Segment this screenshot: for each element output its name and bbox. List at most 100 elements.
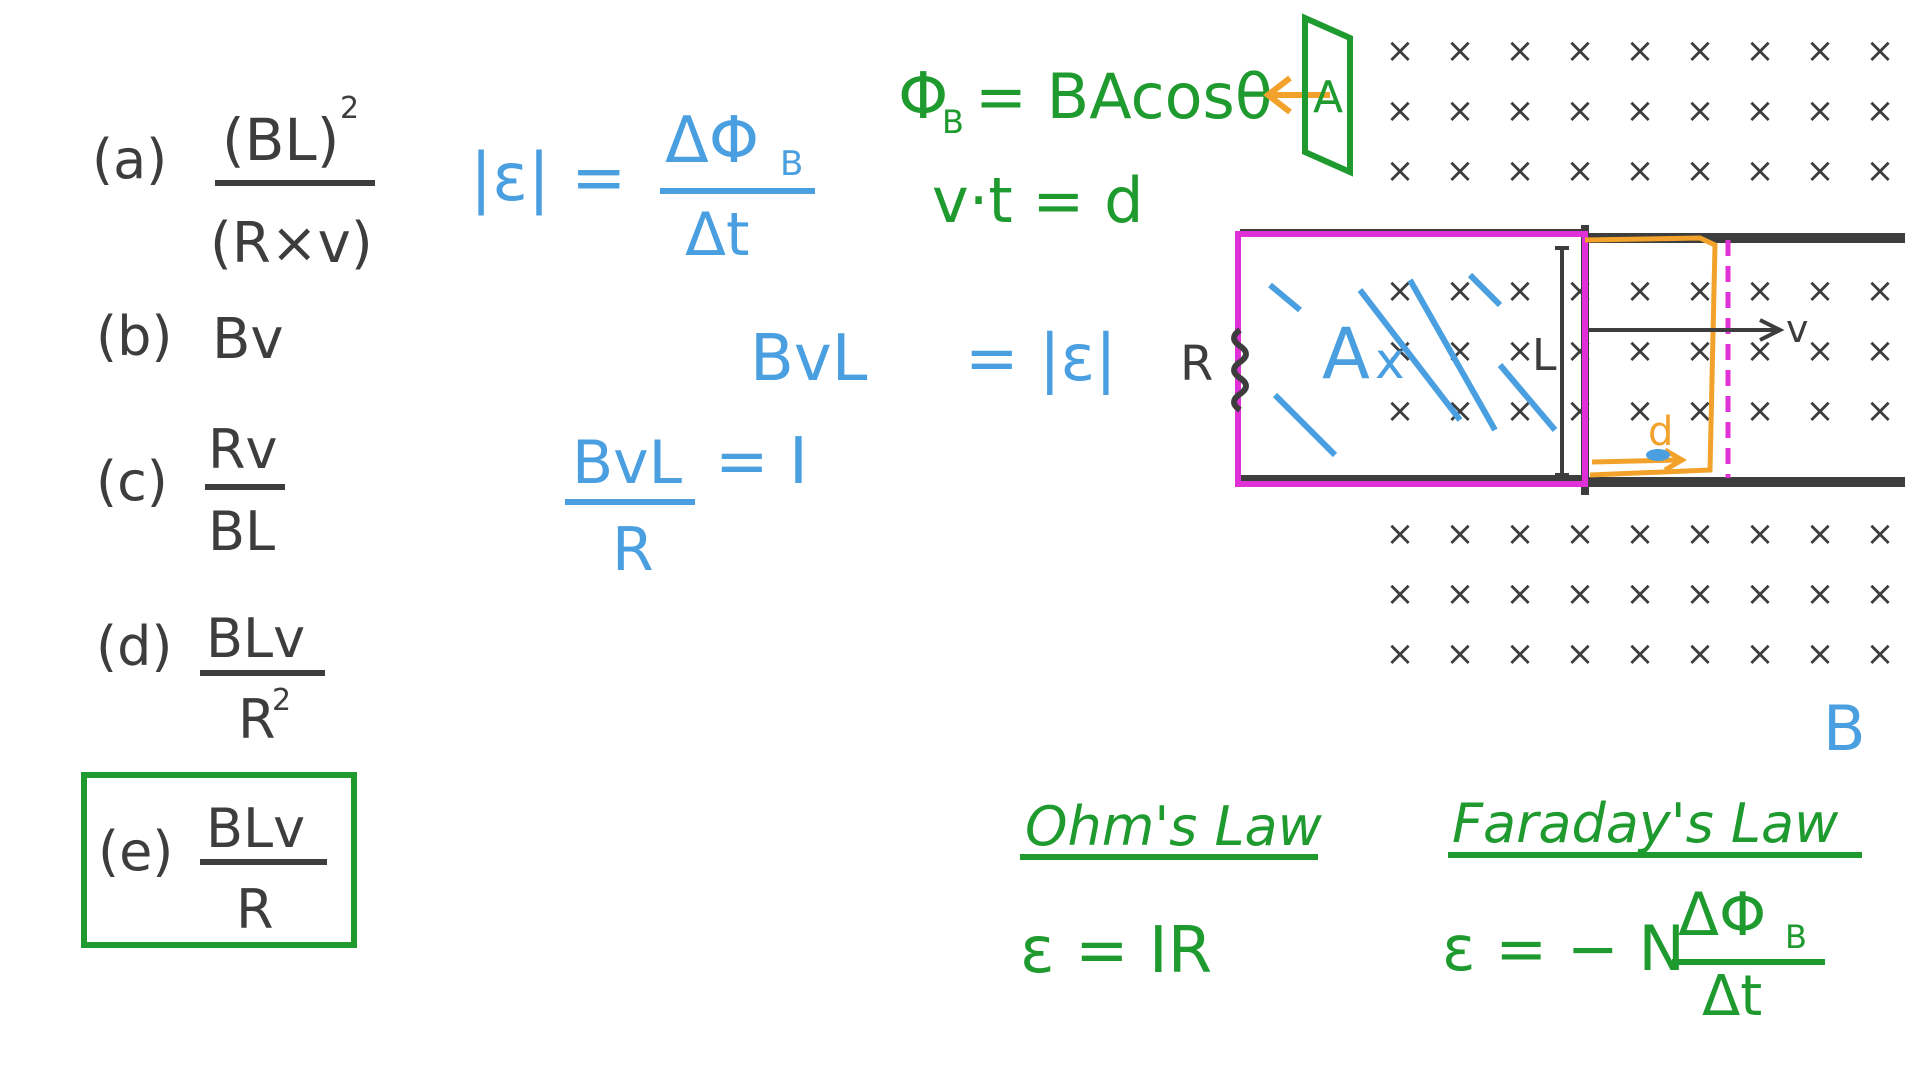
field-cross-mark: × (1626, 271, 1655, 311)
bvl-term: BvL (750, 322, 868, 396)
field-cross-mark: × (1566, 151, 1595, 191)
current-denominator: R (612, 515, 654, 585)
option-a-denominator: (R×v) (210, 211, 373, 276)
option-c-numerator: Rv (208, 418, 277, 481)
length-marker: L (1532, 246, 1569, 477)
current-equation: BvL R = I (565, 425, 808, 585)
field-cross-mark: × (1566, 514, 1595, 554)
flux-subscript: B (942, 103, 964, 141)
field-cross-mark: × (1626, 31, 1655, 71)
field-cross-mark: × (1866, 31, 1895, 71)
field-cross-mark: × (1446, 91, 1475, 131)
hatch-line-3 (1357, 288, 1463, 422)
field-cross-mark: × (1566, 91, 1595, 131)
hatch-line-5 (1467, 272, 1503, 308)
field-cross-mark: × (1866, 514, 1895, 554)
hatch-line-1 (1268, 282, 1302, 313)
current-numerator: BvL (572, 428, 683, 498)
field-cross-mark: × (1506, 271, 1535, 311)
faradays-law-lhs: ε = − N (1442, 912, 1685, 985)
faradays-law-numerator: ΔΦ (1678, 880, 1766, 950)
field-cross-mark: × (1446, 31, 1475, 71)
field-cross-mark: × (1386, 91, 1415, 131)
swept-region: d (1584, 235, 1731, 478)
field-cross-mark: × (1626, 331, 1655, 371)
ohms-law-title: Ohm's Law (1025, 795, 1323, 858)
resistor: R (1180, 327, 1249, 413)
area-cross-mark: x (1375, 332, 1405, 390)
emf-flux-subscript: B (780, 144, 803, 184)
option-b: (b) Bv (96, 305, 284, 372)
field-cross-mark: × (1746, 634, 1775, 674)
field-cross-mark: × (1626, 574, 1655, 614)
field-cross-mark: × (1566, 634, 1595, 674)
field-cross-mark: × (1566, 331, 1595, 371)
faradays-law-title: Faraday's Law (1452, 792, 1839, 855)
flux-rhs: = BAcosθ (975, 60, 1273, 133)
area-plane-sketch (1302, 13, 1353, 177)
option-d-numerator: BLv (206, 607, 305, 670)
field-cross-mark: × (1806, 514, 1835, 554)
field-cross-mark: × (1686, 634, 1715, 674)
field-cross-mark: × (1806, 151, 1835, 191)
field-cross-mark: × (1506, 514, 1535, 554)
bvl-equals-emf: BvL = |ε| (750, 322, 1117, 396)
field-cross-mark: × (1866, 151, 1895, 191)
field-cross-mark: × (1626, 634, 1655, 674)
field-cross-mark: × (1386, 31, 1415, 71)
option-e-numerator: BLv (206, 797, 305, 860)
field-cross-mark: × (1386, 151, 1415, 191)
field-cross-mark: × (1386, 391, 1415, 431)
option-c: (c) Rv BL (96, 418, 285, 563)
ohms-law-equation: ε = IR (1020, 914, 1212, 988)
option-d-denominator: R (238, 688, 276, 751)
field-cross-mark: × (1506, 151, 1535, 191)
hatch-line-4 (1407, 278, 1498, 432)
current-rhs: = I (715, 425, 808, 499)
length-label: L (1532, 330, 1557, 381)
option-d-denominator-exponent: 2 (272, 683, 291, 718)
resistor-zigzag (1231, 327, 1249, 413)
field-cross-mark: × (1446, 151, 1475, 191)
option-c-letter: (c) (96, 450, 168, 513)
field-cross-mark: × (1806, 331, 1835, 371)
field-cross-mark: × (1386, 574, 1415, 614)
area-hatching: A x (1268, 272, 1558, 458)
field-cross-mark: × (1446, 514, 1475, 554)
field-cross-mark: × (1866, 391, 1895, 431)
emf-time-denominator: Δt (685, 200, 750, 270)
field-label: B (1823, 692, 1866, 765)
hatch-line-2 (1272, 392, 1338, 458)
flux-symbol: Φ (898, 60, 948, 134)
field-cross-mark: × (1506, 634, 1535, 674)
area-normal-arrowhead (1263, 75, 1292, 115)
loop-area-outline (1235, 231, 1588, 487)
emf-flux-equation: |ε| = ΔΦ B Δt (470, 104, 815, 270)
field-cross-mark: × (1686, 91, 1715, 131)
option-e-denominator: R (236, 878, 274, 941)
option-c-denominator: BL (208, 500, 275, 563)
resistor-label: R (1180, 336, 1213, 392)
field-cross-mark: × (1806, 634, 1835, 674)
field-cross-mark: × (1806, 391, 1835, 431)
field-cross-mark: × (1446, 574, 1475, 614)
field-cross-mark: × (1386, 271, 1415, 311)
field-cross-mark: × (1626, 514, 1655, 554)
option-a-numerator: (BL) (222, 106, 339, 174)
field-cross-mark: × (1746, 391, 1775, 431)
field-cross-mark: × (1806, 574, 1835, 614)
distance-dot (1646, 449, 1670, 461)
field-cross-mark: × (1746, 574, 1775, 614)
field-cross-mark: × (1506, 331, 1535, 371)
field-cross-mark: × (1566, 271, 1595, 311)
field-cross-mark: × (1566, 574, 1595, 614)
field-cross-mark: × (1506, 91, 1535, 131)
hatch-line-6 (1497, 363, 1558, 432)
faradays-law: Faraday's Law ε = − N ΔΦ B Δt (1442, 792, 1862, 1029)
field-cross-mark: × (1686, 574, 1715, 614)
field-cross-mark: × (1386, 634, 1415, 674)
swept-region-outline (1584, 235, 1718, 478)
field-cross-mark: × (1566, 391, 1595, 431)
field-cross-mark: × (1446, 634, 1475, 674)
